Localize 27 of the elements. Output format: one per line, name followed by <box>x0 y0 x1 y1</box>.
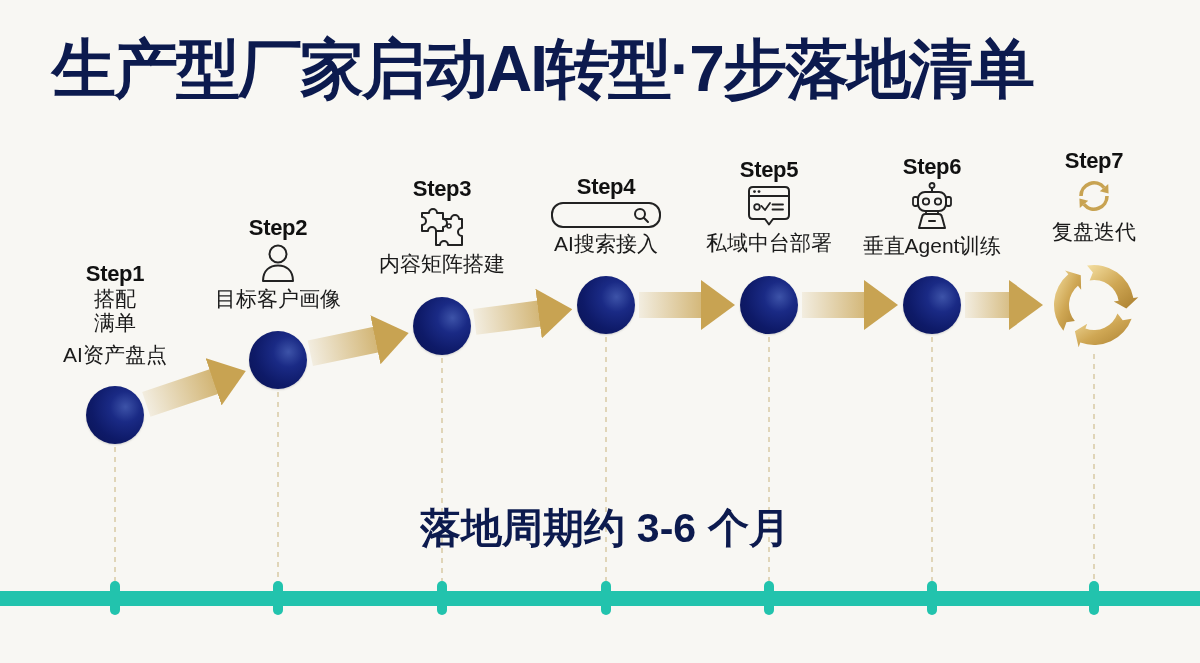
step-title: 私域中台部署 <box>706 230 832 256</box>
step-label: Step5 <box>739 157 799 183</box>
sphere-marker <box>413 297 471 355</box>
step-label: Step6 <box>902 154 962 180</box>
sphere-marker <box>249 331 307 389</box>
step-title: 垂直Agent训练 <box>862 233 1002 259</box>
sphere-marker <box>740 276 798 334</box>
step-title: 目标客户画像 <box>215 286 341 312</box>
step-label: Step4 <box>576 174 636 200</box>
step-title: 内容矩阵搭建 <box>379 251 505 277</box>
sphere-marker <box>903 276 961 334</box>
block-arrow <box>639 280 735 330</box>
step-title: 搭配满单 <box>93 286 137 336</box>
title: 生产型厂家启动AI转型·7步落地清单 <box>52 32 1033 107</box>
sphere-marker <box>577 276 635 334</box>
step-label: Step3 <box>412 176 472 202</box>
sphere-marker <box>86 386 144 444</box>
step-title: 复盘迭代 <box>1052 219 1136 245</box>
block-arrow <box>473 288 574 339</box>
duration-note: 落地周期约 3-6 个月 <box>420 504 790 554</box>
block-arrow <box>965 280 1043 330</box>
step-label: Step2 <box>248 215 308 241</box>
step-title: AI资产盘点 <box>63 342 167 368</box>
step-label: Step1 <box>85 261 145 287</box>
step-label: Step7 <box>1064 148 1124 174</box>
block-arrow <box>802 280 898 330</box>
step-title: AI搜索接入 <box>554 231 658 257</box>
